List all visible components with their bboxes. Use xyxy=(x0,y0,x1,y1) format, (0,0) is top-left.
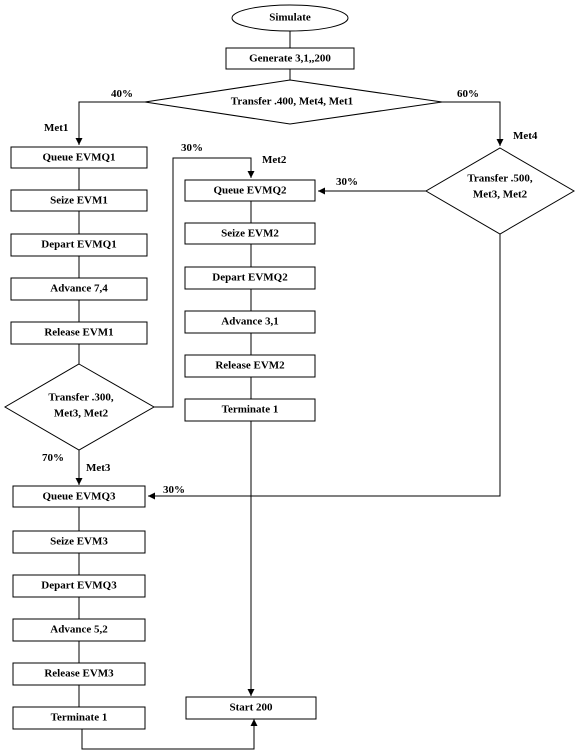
node-simulate-label: Simulate xyxy=(269,12,311,24)
node-start-200: Start 200 xyxy=(185,696,317,720)
edge-label-met2: Met2 xyxy=(262,154,287,166)
node-transfer-300-line1: Transfer .300, xyxy=(48,392,114,404)
node-seize-evm2-label: Seize EVM2 xyxy=(221,228,279,240)
edge-label-met3: Met3 xyxy=(86,462,111,474)
node-transfer-400-label: Transfer .400, Met4, Met1 xyxy=(231,96,353,108)
node-release-evm2-label: Release EVM2 xyxy=(215,360,285,372)
node-start-200-label: Start 200 xyxy=(229,702,273,714)
edges xyxy=(75,31,504,750)
node-advance-3-1: Advance 3,1 xyxy=(184,310,316,334)
node-generate-label: Generate 3,1,,200 xyxy=(249,53,331,65)
node-depart-evmq3: Depart EVMQ3 xyxy=(12,574,146,598)
edge-transfer300-met2 xyxy=(154,157,255,408)
edge-label-40: 40% xyxy=(111,88,133,100)
node-simulate: Simulate xyxy=(231,4,349,32)
node-queue-evmq2: Queue EVMQ2 xyxy=(184,179,316,202)
node-transfer-500: Transfer .500, Met3, Met2 xyxy=(425,147,575,235)
node-transfer-500-line2: Met3, Met2 xyxy=(473,189,528,201)
edge-transfer400-met4 xyxy=(442,101,504,146)
node-terminate-1b: Terminate 1 xyxy=(12,706,146,730)
node-queue-evmq2-label: Queue EVMQ2 xyxy=(213,185,287,197)
node-terminate-1a: Terminate 1 xyxy=(184,398,316,422)
edge-label-70: 70% xyxy=(42,452,64,464)
edge-terminate-start xyxy=(81,719,258,750)
node-depart-evmq3-label: Depart EVMQ3 xyxy=(41,580,117,592)
edge-label-met4: Met4 xyxy=(513,130,538,142)
node-seize-evm3: Seize EVM3 xyxy=(12,530,146,554)
node-transfer-300-line2: Met3, Met2 xyxy=(54,408,109,420)
node-queue-evmq3-label: Queue EVMQ3 xyxy=(42,491,116,503)
node-advance-5-2-label: Advance 5,2 xyxy=(50,624,108,636)
node-depart-evmq2: Depart EVMQ2 xyxy=(184,266,316,290)
edge-transfer500-queue3 xyxy=(148,234,501,500)
node-depart-evmq2-label: Depart EVMQ2 xyxy=(212,272,288,284)
node-seize-evm3-label: Seize EVM3 xyxy=(50,536,108,548)
node-terminate-1b-label: Terminate 1 xyxy=(51,712,108,724)
node-generate: Generate 3,1,,200 xyxy=(225,47,355,70)
node-transfer-300: Transfer .300, Met3, Met2 xyxy=(4,363,156,451)
node-advance-7-4: Advance 7,4 xyxy=(10,277,148,301)
node-seize-evm1-label: Seize EVM1 xyxy=(50,195,108,207)
node-release-evm1: Release EVM1 xyxy=(10,321,148,345)
node-transfer-500-line1: Transfer .500, xyxy=(467,173,533,185)
node-depart-evmq1: Depart EVMQ1 xyxy=(10,233,148,257)
edge-label-60: 60% xyxy=(457,88,479,100)
node-seize-evm2: Seize EVM2 xyxy=(184,222,316,245)
node-advance-5-2: Advance 5,2 xyxy=(12,618,146,642)
node-release-evm2: Release EVM2 xyxy=(184,354,316,378)
node-depart-evmq1-label: Depart EVMQ1 xyxy=(41,239,116,251)
node-advance-3-1-label: Advance 3,1 xyxy=(221,316,278,328)
edge-transfer400-met1 xyxy=(75,101,145,145)
node-terminate-1a-label: Terminate 1 xyxy=(222,404,279,416)
edge-labels: 40% 60% Met1 Met4 30% Met2 30% 70% Met3 … xyxy=(42,88,538,496)
node-release-evm1-label: Release EVM1 xyxy=(44,327,113,339)
node-release-evm3: Release EVM3 xyxy=(12,662,146,686)
node-queue-evmq3: Queue EVMQ3 xyxy=(12,485,146,508)
edge-label-30-evmq2: 30% xyxy=(336,176,358,188)
edge-label-30-evmq3: 30% xyxy=(163,484,185,496)
node-advance-7-4-label: Advance 7,4 xyxy=(50,283,108,295)
node-queue-evmq1-label: Queue EVMQ1 xyxy=(42,152,115,164)
node-queue-evmq1: Queue EVMQ1 xyxy=(10,146,148,169)
node-release-evm3-label: Release EVM3 xyxy=(44,668,114,680)
node-seize-evm1: Seize EVM1 xyxy=(10,189,148,212)
edge-label-met1: Met1 xyxy=(44,122,68,134)
edge-label-30-met2: 30% xyxy=(181,142,203,154)
node-transfer-400: Transfer .400, Met4, Met1 xyxy=(144,79,443,125)
